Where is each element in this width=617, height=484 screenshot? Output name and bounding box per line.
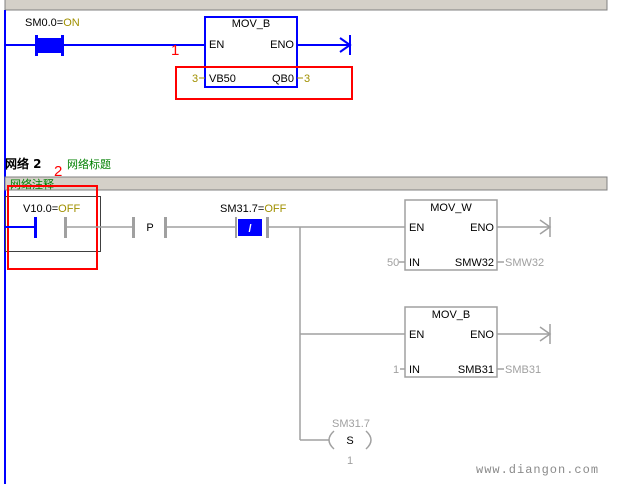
network2-set-coil[interactable]: S [328,430,372,450]
network2-coil-count: 1 [347,455,353,467]
contact-fill [38,38,61,53]
box-eno-label: ENO [470,222,494,234]
contact-address: SM0.0= [25,17,63,29]
network2-box2-in-value: 1 [393,364,399,376]
box-out-operand: SMW32 [455,257,494,269]
box-title: MOV_B [232,18,271,30]
coil-right-arc [365,430,372,450]
box-en-label: EN [209,39,224,51]
box-in-label: IN [409,364,420,376]
edge-symbol: P [146,222,153,234]
network1-contact-sm0-0[interactable] [35,35,64,56]
network2-mov-b-box[interactable]: MOV_B EN ENO IN SMB31 [404,306,498,378]
box-eno-label: ENO [470,329,494,341]
network2-box1-in-value: 50 [387,257,399,269]
box-en-label: EN [409,222,424,234]
network2-contact-v10-0[interactable] [34,217,67,238]
coil-symbol: S [346,435,353,447]
contact-left-plate [35,35,38,56]
contact-right-plate [61,35,64,56]
contact-state: OFF [58,203,80,215]
annotation-box-1 [175,66,353,100]
network2-positive-edge-contact[interactable]: P [132,217,167,238]
network2-box1-out-value: SMW32 [505,257,544,269]
box-in-label: IN [409,257,420,269]
network2-coil-address: SM31.7 [332,418,370,430]
box-in-operand: VB50 [209,73,236,85]
annotation-label-2: 2 [54,163,62,180]
annotation-label-1: 1 [171,42,179,59]
contact-state: OFF [264,203,286,215]
network2-header[interactable]: 网络 2 [5,156,42,171]
network1-contact-label: SM0.0=ON [25,17,80,29]
contact-state: ON [63,17,80,29]
contact-right-plate [266,217,269,238]
contact-left-plate [34,217,37,238]
network1-out-value: 3 [304,73,310,85]
network2-comment: 网络注释 [10,177,54,191]
contact-fill [238,219,262,236]
network1-mov-b-box[interactable]: MOV_B EN ENO VB50 QB0 [204,16,298,88]
network2-comment-bar[interactable] [4,176,608,191]
contact-right-plate [64,217,67,238]
network2-contact2-label: SM31.7=OFF [220,203,287,215]
contact-address: V10.0= [23,203,58,215]
network1-in-value: 3 [192,73,198,85]
network2-contact1-label: V10.0=OFF [23,203,80,215]
coil-left-arc [328,430,335,450]
box-eno-label: ENO [270,39,294,51]
watermark: www.diangon.com [476,463,599,477]
edge-left-plate [132,217,135,238]
box-frame [204,16,298,88]
box-out-operand: SMB31 [458,364,494,376]
box-frame [404,306,498,378]
box-out-operand: QB0 [272,73,294,85]
box-en-label: EN [409,329,424,341]
box-title: MOV_B [432,309,471,321]
network2-contact-sm31-7-not[interactable]: / [235,217,269,238]
contact-not-symbol: / [248,223,251,235]
box-title: MOV_W [430,202,472,214]
contact-left-plate [235,217,237,238]
network1-comment-bar[interactable] [4,0,608,11]
network2-mov-w-box[interactable]: MOV_W EN ENO IN SMW32 [404,199,498,271]
network2-box2-out-value: SMB31 [505,364,541,376]
contact-address: SM31.7= [220,203,264,215]
network2-title[interactable]: 网络标题 [67,157,111,171]
editor-cursor-cell [5,196,101,252]
edge-right-plate [164,217,167,238]
box-frame [404,199,498,271]
